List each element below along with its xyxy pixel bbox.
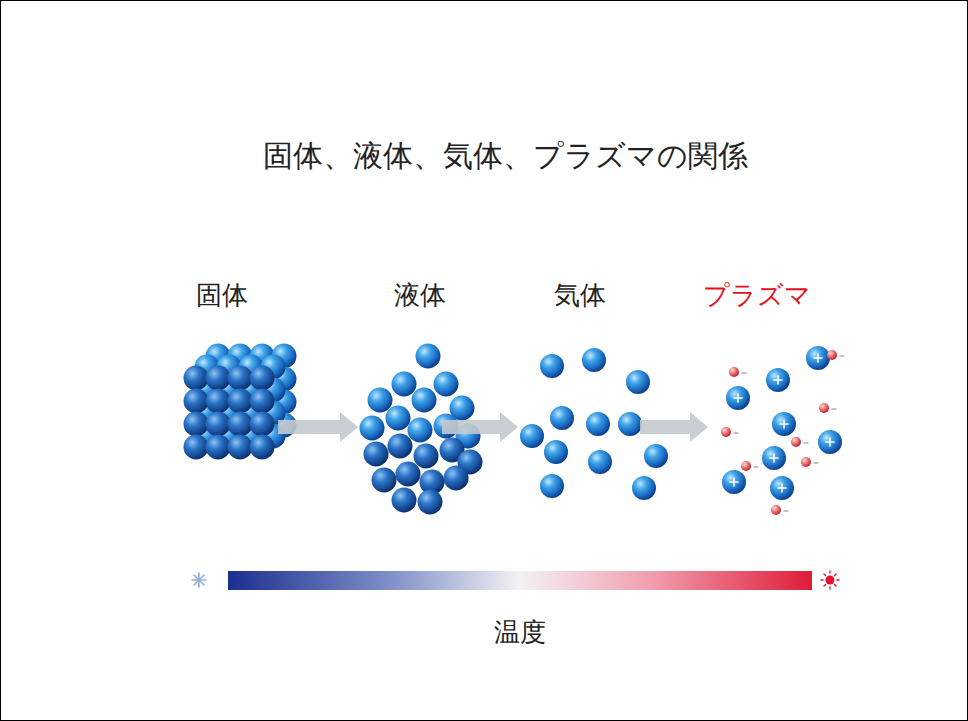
charge-mark (814, 462, 818, 463)
charge-mark (832, 408, 836, 409)
particle (412, 388, 437, 413)
diagram-title: 固体、液体、気体、プラズマの関係 (263, 138, 748, 174)
state-label: プラズマ (703, 280, 811, 311)
particle (206, 389, 231, 414)
particle (434, 372, 459, 397)
particle (184, 412, 209, 437)
particle (392, 488, 417, 513)
particle (250, 412, 275, 437)
charge-mark (781, 484, 783, 492)
charge-mark (784, 510, 788, 511)
particle (250, 366, 275, 391)
particle (206, 366, 231, 391)
state-label: 液体 (394, 280, 446, 311)
particle (228, 435, 253, 460)
charge-mark (829, 438, 831, 446)
particle (540, 354, 564, 378)
state-label: 固体 (196, 280, 248, 311)
particle (819, 403, 829, 413)
particle (250, 435, 275, 460)
particle (772, 412, 796, 436)
charge-mark (817, 354, 819, 362)
charge-mark (742, 372, 746, 373)
charge-mark (754, 466, 758, 467)
transition-arrows (278, 412, 708, 442)
charge-mark (737, 394, 739, 402)
particle (827, 350, 837, 360)
particle (228, 366, 253, 391)
particle (550, 406, 574, 430)
particle (520, 424, 544, 448)
particle (388, 434, 413, 459)
particle (372, 468, 397, 493)
particle (250, 389, 275, 414)
particle (392, 372, 417, 397)
charge-mark (804, 442, 808, 443)
particle (364, 442, 389, 467)
particle (368, 388, 393, 413)
particle (184, 435, 209, 460)
particle (762, 446, 786, 470)
axis-label: 温度 (494, 617, 546, 648)
particle (414, 444, 439, 469)
particle (206, 435, 231, 460)
particle (540, 474, 564, 498)
particle (741, 461, 751, 471)
particle (726, 386, 750, 410)
charge-mark (733, 478, 735, 486)
particle (721, 427, 731, 437)
particle (544, 440, 568, 464)
arrow (442, 412, 518, 442)
particle (644, 444, 668, 468)
particle (408, 418, 433, 443)
particle (618, 412, 642, 436)
particle (771, 505, 781, 515)
particle (806, 346, 830, 370)
particle (791, 437, 801, 447)
particle (818, 430, 842, 454)
state-label: 気体 (554, 280, 606, 311)
particle (228, 389, 253, 414)
particle (801, 457, 811, 467)
charge-mark (734, 432, 738, 433)
hot-symbol (821, 571, 839, 589)
charge-mark (783, 420, 785, 428)
charge-mark (840, 355, 844, 356)
charge-mark (773, 454, 775, 462)
particle (626, 370, 650, 394)
particle (206, 412, 231, 437)
particle (386, 406, 411, 431)
particle (444, 466, 469, 491)
arrow (640, 412, 708, 442)
particle (770, 476, 794, 500)
particle (766, 368, 790, 392)
particle (360, 416, 385, 441)
particle (418, 490, 443, 515)
charge-mark (777, 376, 779, 384)
particle (416, 344, 441, 369)
particle (722, 470, 746, 494)
particle (184, 366, 209, 391)
particle (582, 348, 606, 372)
particle (396, 462, 421, 487)
particle (184, 389, 209, 414)
temperature-bar (228, 571, 812, 590)
particle (588, 450, 612, 474)
particle (228, 412, 253, 437)
arrow (278, 412, 358, 442)
cold-symbol (192, 573, 206, 587)
plasma-particles (721, 346, 844, 515)
particle (632, 476, 656, 500)
particle (729, 367, 739, 377)
particle (586, 412, 610, 436)
solid-particles (184, 344, 297, 460)
